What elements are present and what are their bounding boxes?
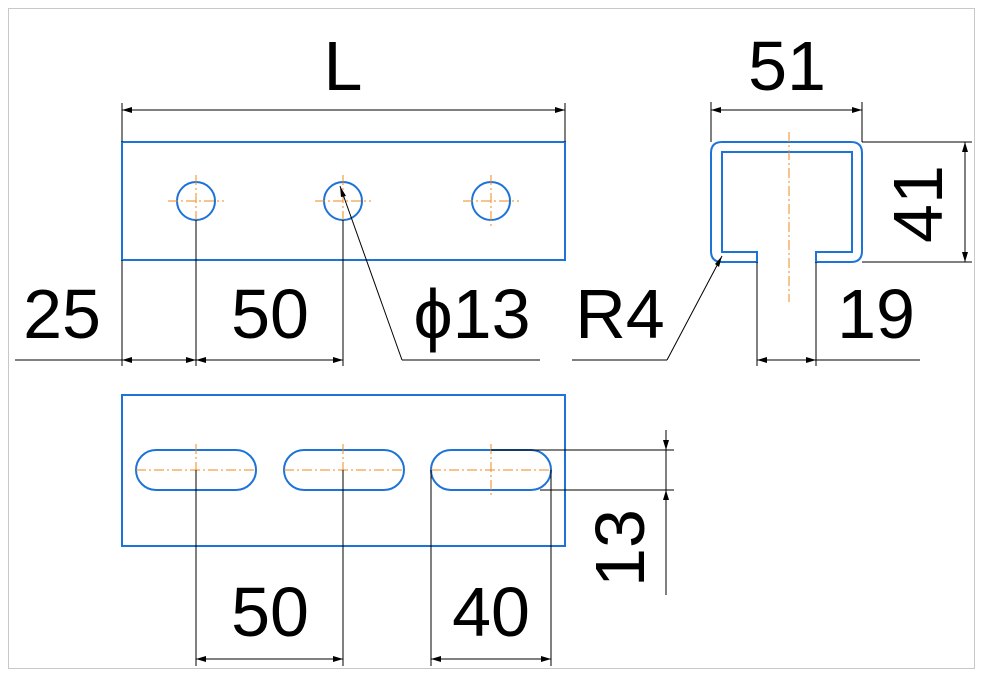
channel-profile-outer [710,141,863,263]
dimension-hole-diameter: ϕ13 [339,185,540,361]
slot-length-label: 40 [452,573,530,651]
hole-center-marks [168,175,519,227]
hole-edge-offset-label: 25 [23,275,101,353]
dimension-channel-width: 51 [710,27,863,142]
dimension-corner-radius: R4 [572,255,723,361]
length-label: L [324,27,363,105]
hole-pitch-label: 50 [231,275,309,353]
corner-radius-label: R4 [575,275,664,353]
dimension-length: L [121,27,566,142]
dimension-hole-spacing: 25 50 [15,220,344,366]
channel-width-label: 51 [748,27,826,105]
drawing-frame [8,8,975,669]
dimension-slot-opening: 19 [756,262,920,366]
dimension-slot-width: 13 [491,430,674,595]
slot-pitch-label: 50 [231,573,309,651]
dimension-slot-spacing: 50 40 [195,470,552,666]
channel-height-label: 41 [879,165,957,243]
slot-width-label: 13 [581,509,659,587]
slot-opening-label: 19 [837,275,915,353]
dimension-channel-height: 41 [862,141,972,263]
hole-diameter-label: ϕ13 [413,275,530,353]
side-view [710,132,863,302]
